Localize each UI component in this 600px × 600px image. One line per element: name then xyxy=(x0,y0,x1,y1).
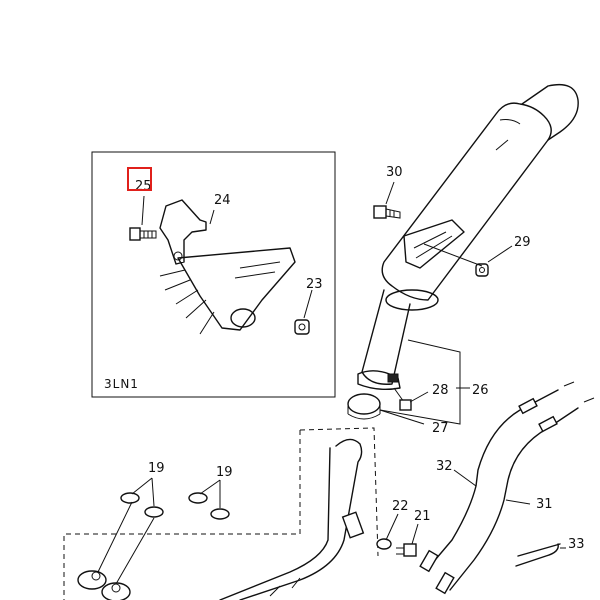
stay-bracket xyxy=(159,199,207,265)
callout-32: 32 xyxy=(436,459,453,474)
callout-24: 24 xyxy=(214,193,231,208)
muffler-inlet-pipe xyxy=(361,289,411,385)
leader-26-bracket xyxy=(379,339,461,425)
callout-31: 31 xyxy=(536,497,553,512)
callout-33: 33 xyxy=(568,537,585,552)
bracket-lines xyxy=(413,231,453,259)
callout-21: 21 xyxy=(414,509,431,524)
cable-end-1 xyxy=(419,549,439,573)
frame-hatching xyxy=(159,269,215,335)
leader-23 xyxy=(303,289,313,319)
frame-hole xyxy=(230,308,256,328)
inset-border xyxy=(91,151,336,398)
leader-19a xyxy=(97,477,155,585)
leader-28 xyxy=(409,391,429,403)
muffler-end-cap xyxy=(521,83,579,141)
port-flanges xyxy=(77,570,131,600)
stay-hole xyxy=(173,251,183,261)
leader-27 xyxy=(379,409,425,425)
leader-24 xyxy=(209,209,215,225)
callout-19b: 19 xyxy=(216,465,233,480)
callout-26: 26 xyxy=(472,383,489,398)
nut-29 xyxy=(475,263,489,277)
muffler-detail xyxy=(495,119,521,151)
callout-19a: 19 xyxy=(148,461,165,476)
leader-30 xyxy=(385,181,395,205)
gasket-27 xyxy=(347,393,381,415)
inset-panel xyxy=(91,151,336,398)
pipe-collar xyxy=(385,289,439,311)
muffler-assembly xyxy=(347,83,579,425)
leader-22 xyxy=(385,513,399,541)
cable-adjuster-1 xyxy=(518,397,538,415)
leader-29 xyxy=(423,243,513,267)
muffler-bracket xyxy=(403,219,465,269)
callout-25: 25 xyxy=(135,179,152,194)
bolt-30 xyxy=(373,205,401,219)
callout-23: 23 xyxy=(306,277,323,292)
leader-19b xyxy=(199,479,221,508)
cable-end-2 xyxy=(435,571,455,595)
gaskets-19-right xyxy=(188,492,230,520)
bolt-28 xyxy=(393,387,412,411)
callout-labels: 19 19 21 22 23 24 25 26 27 28 29 30 31 3… xyxy=(104,165,585,552)
muffler-body xyxy=(381,102,552,301)
cable-adjuster-2 xyxy=(538,415,558,433)
callout-30: 30 xyxy=(386,165,403,180)
leader-25 xyxy=(141,195,145,226)
callout-29: 29 xyxy=(514,235,531,250)
frame-lines xyxy=(234,261,281,279)
cable-31 xyxy=(449,407,579,591)
leader-31 xyxy=(505,499,531,505)
cable-assembly xyxy=(419,381,595,595)
callout-27: 27 xyxy=(432,421,449,436)
cable-ends xyxy=(563,381,595,403)
exhaust-pipe-assembly xyxy=(63,427,419,600)
pipe-mount-tab xyxy=(341,511,365,539)
bolt-25 xyxy=(129,227,157,241)
gaskets-19-left xyxy=(120,492,164,518)
washer-22 xyxy=(376,538,392,550)
leader-21 xyxy=(411,523,419,545)
inset-caption: 3LN1 xyxy=(104,377,139,391)
pipe-clamp xyxy=(357,370,401,391)
exhaust-pipe-lower xyxy=(219,447,331,600)
cable-tie-33 xyxy=(515,543,561,567)
nut-23 xyxy=(294,319,310,335)
callout-28: 28 xyxy=(432,383,449,398)
highlight-box xyxy=(127,167,152,191)
clamp-tab xyxy=(387,373,399,383)
frame-bracket xyxy=(177,247,296,331)
gasket-side xyxy=(347,404,381,420)
callout-22: 22 xyxy=(392,499,409,514)
dashed-outline xyxy=(63,427,379,600)
bolt-21 xyxy=(396,543,417,557)
exhaust-pipe-upper xyxy=(239,438,363,600)
leader-32 xyxy=(453,469,477,487)
pipe-detail xyxy=(269,577,301,597)
cable-32 xyxy=(429,389,559,567)
